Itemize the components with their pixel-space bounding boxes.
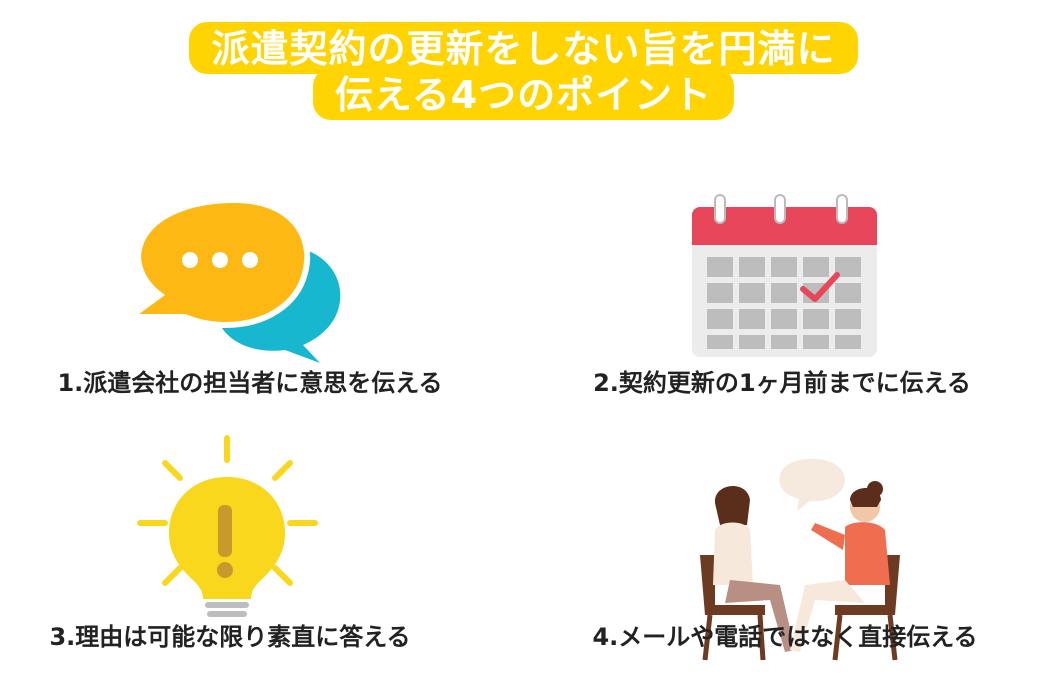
conversation-people-icon <box>700 458 900 661</box>
point-4-label: 4.メールや電話ではなく直接伝える <box>592 623 978 651</box>
point-4: 4.メールや電話ではなく直接伝える <box>545 435 1025 661</box>
point-1: 1.派遣会社の担当者に意思を伝える <box>10 195 490 405</box>
point-1-label: 1.派遣会社の担当者に意思を伝える <box>57 369 443 397</box>
point-3: 3.理由は可能な限り素直に答える <box>0 435 470 655</box>
lightbulb-icon <box>137 435 318 617</box>
speech-bubbles-icon <box>120 196 341 363</box>
title-line-1: 派遣契約の更新をしない旨を円満に <box>189 22 858 74</box>
calendar-icon <box>692 194 877 357</box>
check-icon <box>800 272 840 302</box>
point-3-label: 3.理由は可能な限り素直に答える <box>49 623 411 651</box>
point-2-label: 2.契約更新の1ヶ月前までに伝える <box>593 369 971 397</box>
page-title: 派遣契約の更新をしない旨を円満に 伝える4つのポイント <box>0 22 1047 120</box>
title-line-2: 伝える4つのポイント <box>312 68 735 120</box>
point-2: 2.契約更新の1ヶ月前までに伝える <box>542 194 1022 405</box>
